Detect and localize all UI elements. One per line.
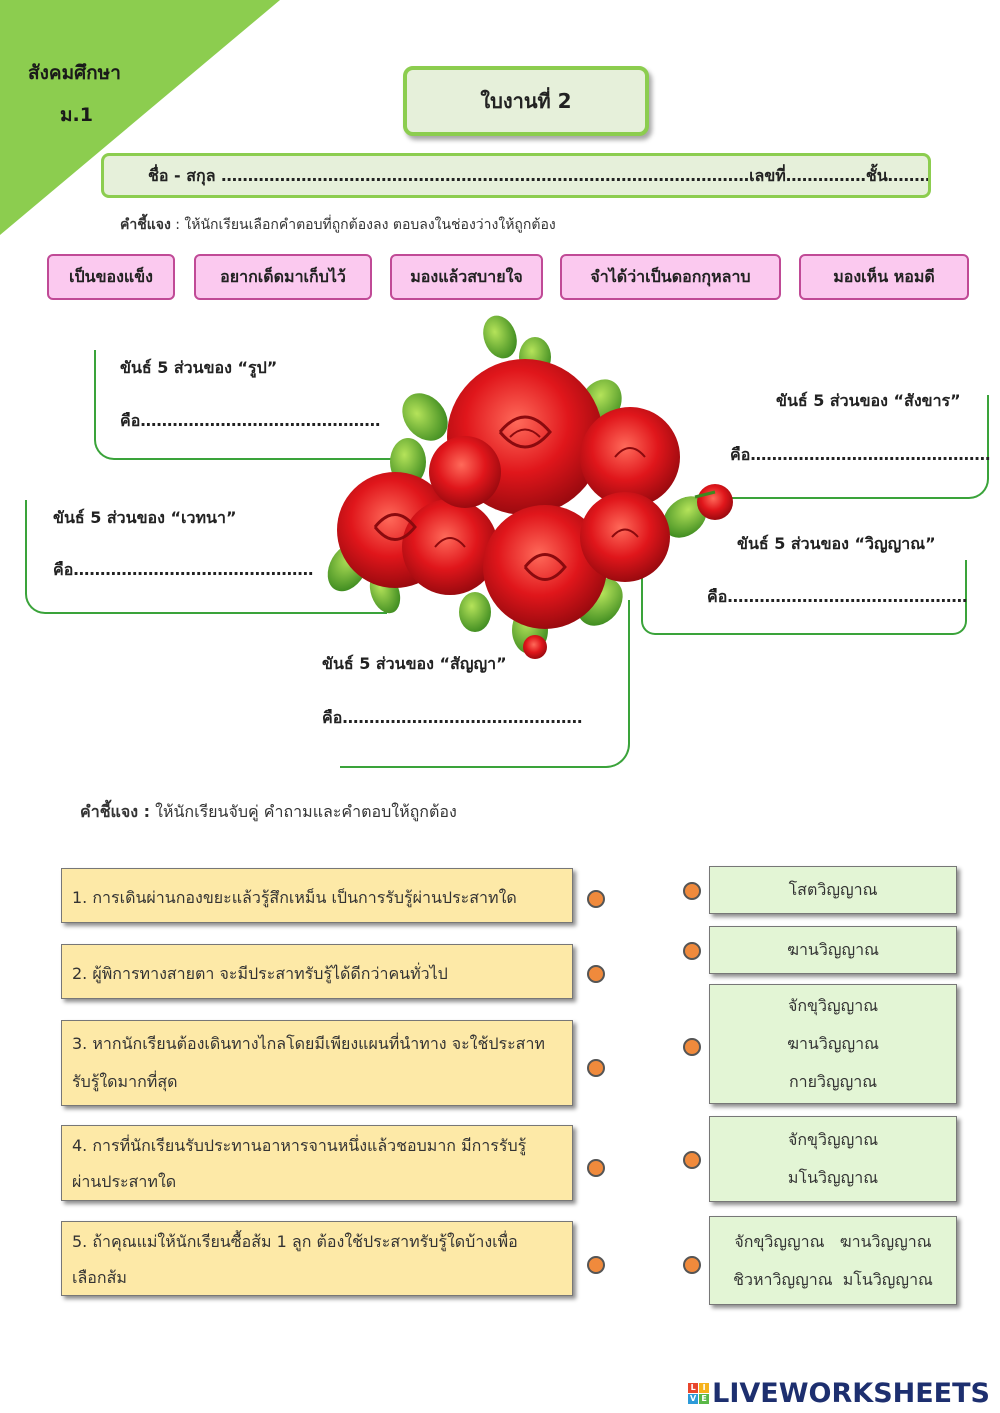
liveworksheets-logo-icon: L I V E	[688, 1383, 710, 1404]
answer-box: โสตวิญญาณ	[709, 866, 957, 914]
choice-chip[interactable]: อยากเด็ดมาเก็บไว้	[194, 254, 372, 300]
answer-blank-vinnana[interactable]: คือ………………………………………	[707, 587, 968, 606]
match-dot-answer-3[interactable]	[683, 1038, 701, 1056]
answer-blank-rupa[interactable]: คือ………………………………………	[120, 411, 381, 430]
frame-sankhara	[685, 395, 989, 499]
khandha-title-sanna: ขันธ์ 5 ส่วนของ “สัญญา”	[322, 654, 507, 673]
question-box: 1. การเดินผ่านกองขยะแล้วรู้สึกเหม็น เป็น…	[61, 868, 573, 923]
instruction-part2: คำชี้แจง : ให้นักเรียนจับคู่ คำถามและคำต…	[80, 802, 457, 821]
choice-chip[interactable]: มองแล้วสบายใจ	[390, 254, 543, 300]
match-dot-question-5[interactable]	[587, 1256, 605, 1274]
answer-blank-sankhara[interactable]: คือ………………………………………	[730, 445, 991, 464]
match-dot-question-4[interactable]	[587, 1159, 605, 1177]
match-dot-question-3[interactable]	[587, 1059, 605, 1077]
question-box: 4. การที่นักเรียนรับประทานอาหารจานหนึ่งแ…	[61, 1125, 573, 1201]
answer-box: จักขุวิญญาณ มโนวิญญาณ	[709, 1116, 957, 1202]
frame-vinnana	[641, 560, 967, 635]
match-dot-answer-1[interactable]	[683, 882, 701, 900]
khandha-title-sankhara: ขันธ์ 5 ส่วนของ “สังขาร”	[776, 391, 961, 410]
frame-rupa	[94, 350, 396, 460]
liveworksheets-logo: L I V E LIVEWORKSHEETS	[688, 1378, 990, 1409]
khandha-title-rupa: ขันธ์ 5 ส่วนของ “รูป”	[120, 358, 278, 377]
answer-box: จักขุวิญญาณ ฆานวิญญาณ ชิวหาวิญญาณ มโนวิญ…	[709, 1216, 957, 1305]
khandha-title-vinnana: ขันธ์ 5 ส่วนของ “วิญญาณ”	[737, 534, 936, 553]
choice-chip[interactable]: เป็นของแข็ง	[47, 254, 175, 300]
rose-bouquet-image	[327, 315, 733, 659]
frame-vedana	[25, 500, 387, 614]
subject-label: สังคมศึกษา	[28, 62, 121, 84]
choice-chip[interactable]: มองเห็น หอมดี	[799, 254, 969, 300]
instruction-part1: คำชี้แจง : ให้นักเรียนเลือกคำตอบที่ถูกต้…	[120, 217, 556, 233]
corner-triangle	[0, 0, 280, 235]
match-dot-answer-5[interactable]	[683, 1256, 701, 1274]
khandha-title-vedana: ขันธ์ 5 ส่วนของ “เวทนา”	[53, 508, 237, 527]
answer-box: ฆานวิญญาณ	[709, 926, 957, 974]
answer-blank-sanna[interactable]: คือ………………………………………	[322, 708, 583, 727]
name-field[interactable]: ชื่อ - สกุล ……………………………………………………………………………	[101, 153, 931, 198]
question-box: 3. หากนักเรียนต้องเดินทางไกลโดยมีเพียงแผ…	[61, 1020, 573, 1106]
match-dot-answer-4[interactable]	[683, 1151, 701, 1169]
question-box: 2. ผู้พิการทางสายตา จะมีประสาทรับรู้ได้ด…	[61, 944, 573, 999]
choice-chip[interactable]: จำได้ว่าเป็นดอกกุหลาบ	[560, 254, 781, 300]
worksheet-title: ใบงานที่ 2	[403, 66, 649, 136]
frame-sanna	[340, 600, 630, 768]
answer-blank-vedana[interactable]: คือ………………………………………	[53, 560, 314, 579]
match-dot-question-2[interactable]	[587, 965, 605, 983]
grade-label: ม.1	[60, 104, 93, 126]
question-box: 5. ถ้าคุณแม่ให้นักเรียนซื้อส้ม 1 ลูก ต้อ…	[61, 1221, 573, 1296]
answer-box: จักขุวิญญาณ ฆานวิญญาณ กายวิญญาณ	[709, 984, 957, 1104]
match-dot-question-1[interactable]	[587, 890, 605, 908]
match-dot-answer-2[interactable]	[683, 942, 701, 960]
